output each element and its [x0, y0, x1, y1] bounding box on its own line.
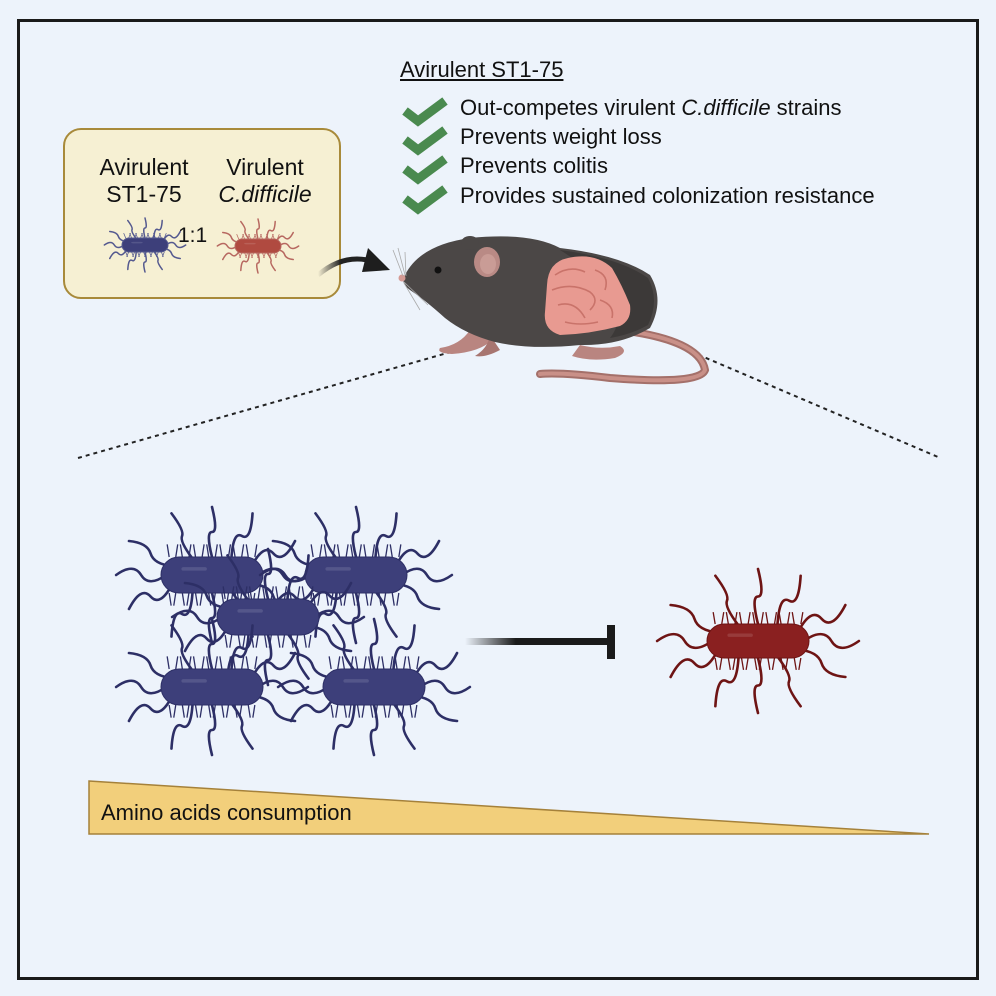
- strain-a-line2: ST1-75: [106, 181, 182, 207]
- bacterium-icon: [655, 567, 861, 715]
- benefits-title: Avirulent ST1-75: [400, 57, 564, 82]
- benefit-text-end: strains: [770, 95, 842, 120]
- benefit-item: Prevents weight loss: [460, 124, 662, 150]
- benefit-text: Out-competes virulent: [460, 95, 682, 120]
- benefit-item: Provides sustained colonization resistan…: [460, 183, 875, 209]
- benefit-text: Prevents weight loss: [460, 124, 662, 149]
- bacterium-icon: [216, 218, 300, 274]
- benefit-item: Prevents colitis: [460, 153, 608, 179]
- benefit-text: Prevents colitis: [460, 153, 608, 178]
- bacterium-icon: [276, 617, 472, 757]
- bacterium-icon: [216, 218, 300, 274]
- curved-arrow-icon: [316, 248, 390, 277]
- ratio-label: 1:1: [178, 224, 208, 247]
- strain-a-line1: Avirulent: [99, 154, 189, 180]
- bacterium-icon: [103, 217, 187, 273]
- bacterium-icon: [114, 617, 310, 757]
- strain-b-line1: Virulent: [226, 154, 304, 180]
- benefit-text: Provides sustained colonization resistan…: [460, 183, 875, 208]
- zoom-line-left: [77, 337, 501, 459]
- benefit-italic: C.difficile: [681, 95, 771, 120]
- strain-b-line2: C.difficile: [218, 181, 312, 207]
- mouse-icon: [392, 236, 710, 385]
- inhibition-arrow-icon: [465, 625, 615, 659]
- check-icon: [402, 185, 448, 215]
- strain-b-label: Virulent C.difficile: [200, 154, 330, 208]
- bacterium-icon: [114, 505, 310, 645]
- inoculum-box: [63, 128, 341, 299]
- virulent-bacterium-icon: [655, 567, 861, 715]
- check-icon: [402, 155, 448, 185]
- bacterium-icon: [103, 217, 187, 273]
- check-icon: [402, 126, 448, 156]
- gradient-label: Amino acids consumption: [101, 800, 352, 825]
- benefit-item: Out-competes virulent C.difficile strain…: [460, 95, 841, 121]
- check-icon: [402, 97, 448, 127]
- strain-a-label: Avirulent ST1-75: [84, 154, 204, 208]
- avirulent-bacteria-cluster: [114, 505, 472, 757]
